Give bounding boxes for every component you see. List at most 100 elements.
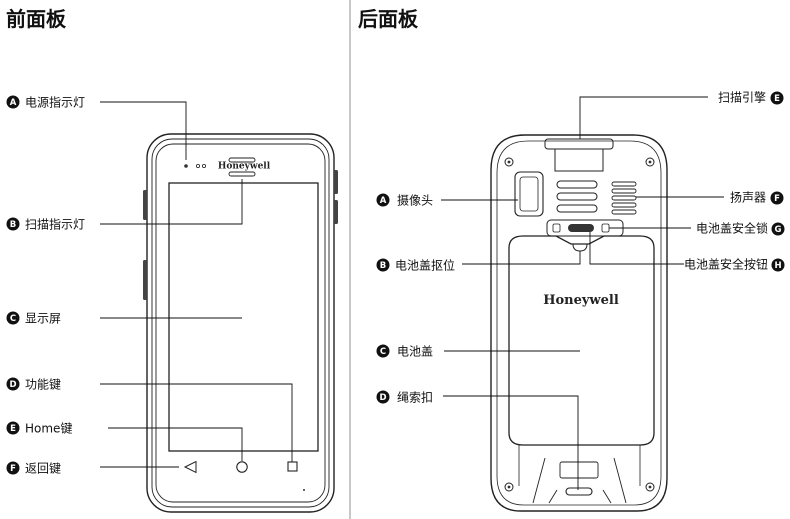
- callout-label: 返回键: [25, 462, 61, 476]
- marker-letter: E: [774, 94, 780, 104]
- front-brand-logo: Honeywell: [218, 162, 271, 172]
- back-panel-title: 后面板: [358, 7, 419, 31]
- side-key: [143, 190, 147, 220]
- marker-letter: H: [774, 261, 781, 271]
- side-key: [334, 170, 338, 194]
- callout-power-led: A 电源指示灯: [6, 95, 85, 110]
- front-panel-title: 前面板: [6, 7, 67, 31]
- battery-cover-notch: [572, 243, 588, 252]
- battery-cover: [508, 235, 655, 446]
- back-key-icon: [183, 460, 197, 474]
- screw-icon: [504, 157, 514, 167]
- callout-back-key: F 返回键: [6, 461, 61, 476]
- vent-slot: [556, 180, 598, 189]
- back-device-illustration: Honeywell: [490, 134, 668, 512]
- marker-badge: [376, 390, 390, 404]
- callout-label: 电池盖安全锁: [696, 221, 768, 236]
- marker-letter: A: [10, 98, 17, 108]
- callout-label: 电源指示灯: [25, 95, 85, 110]
- marker-badge: [376, 344, 390, 358]
- leader-line: [443, 395, 579, 490]
- lock-icon: [552, 223, 561, 233]
- marker-badge: [6, 95, 20, 109]
- callout-label: 扬声器: [730, 190, 766, 205]
- vent-slot: [556, 204, 598, 213]
- callout-label: 电池盖安全按钮: [684, 257, 768, 272]
- marker-badge: [771, 258, 785, 272]
- lanyard-loop-icon: [565, 487, 593, 496]
- callout-battery-cover-lock: 电池盖安全锁 G: [696, 221, 785, 236]
- marker-letter: D: [379, 393, 386, 403]
- callout-battery-cover-button: 电池盖安全按钮 H: [684, 257, 785, 272]
- screw-icon: [645, 482, 655, 492]
- callout-label: 显示屏: [25, 312, 61, 326]
- callout-battery-cover-notch: B 电池盖抠位: [376, 258, 455, 273]
- vent-slot: [556, 192, 598, 201]
- marker-badge: [770, 191, 784, 205]
- marker-badge: [770, 91, 784, 105]
- camera-icon: [514, 171, 544, 217]
- marker-letter: G: [775, 225, 782, 235]
- unlock-icon: [601, 223, 610, 233]
- scan-engine-window: [544, 138, 614, 150]
- function-key-icon: [287, 461, 298, 472]
- screw-icon: [645, 157, 655, 167]
- marker-letter: D: [9, 380, 16, 390]
- callout-label: 电池盖: [397, 345, 433, 359]
- leader-line: [100, 383, 293, 462]
- marker-letter: F: [774, 194, 780, 204]
- marker-badge: [6, 217, 20, 231]
- marker-letter: C: [10, 314, 16, 324]
- speaker-grille-icon: [611, 181, 637, 215]
- display-screen: [168, 182, 319, 452]
- marker-letter: C: [380, 347, 386, 357]
- marker-badge: [6, 421, 20, 435]
- leader-line: [589, 232, 684, 265]
- marker-badge: [376, 193, 390, 207]
- callout-label: 扫描引擎: [718, 90, 766, 105]
- scan-engine-icon: [554, 148, 604, 172]
- leader-line: [100, 179, 243, 225]
- leader-line: [462, 251, 581, 265]
- scan-led-icon: [228, 171, 256, 177]
- callout-battery-cover: C 电池盖: [376, 344, 433, 359]
- marker-letter: B: [10, 220, 16, 230]
- callout-label: 电池盖抠位: [395, 258, 455, 273]
- screw-icon: [504, 482, 514, 492]
- leader-line: [108, 427, 243, 461]
- callout-label: Home键: [25, 422, 72, 436]
- marker-badge: [6, 461, 20, 475]
- leader-line: [579, 96, 708, 139]
- callout-label: 摄像头: [397, 193, 433, 208]
- marker-letter: E: [10, 424, 16, 434]
- home-key-icon: [236, 461, 248, 473]
- back-brand-logo: Honeywell: [543, 293, 619, 308]
- callout-lanyard-loop: D 绳索扣: [376, 390, 433, 405]
- callout-label: 功能键: [25, 378, 61, 392]
- marker-badge: [6, 377, 20, 391]
- callout-scan-led: B 扫描指示灯: [6, 217, 85, 232]
- callout-label: 绳索扣: [397, 391, 433, 405]
- callout-speaker: 扬声器 F: [730, 190, 784, 205]
- sensor-icon: [201, 163, 206, 168]
- marker-letter: A: [380, 196, 387, 206]
- power-led-icon: [184, 164, 188, 168]
- battery-cover-release-button: [568, 224, 594, 232]
- marker-badge: [6, 311, 20, 325]
- callout-function-key: D 功能键: [6, 377, 61, 392]
- marker-letter: F: [10, 464, 16, 474]
- callout-camera: A 摄像头: [376, 193, 433, 208]
- earpiece-icon: [228, 157, 256, 163]
- side-key: [143, 260, 147, 300]
- callout-label: 扫描指示灯: [25, 217, 85, 232]
- callout-home-key: E Home键: [6, 421, 72, 436]
- sensor-icon: [195, 163, 200, 168]
- marker-badge: [771, 222, 785, 236]
- callout-scan-engine: 扫描引擎 E: [718, 90, 784, 105]
- marker-letter: B: [380, 261, 386, 271]
- marker-badge: [376, 258, 390, 272]
- callout-display: C 显示屏: [6, 311, 61, 326]
- side-key: [334, 200, 338, 224]
